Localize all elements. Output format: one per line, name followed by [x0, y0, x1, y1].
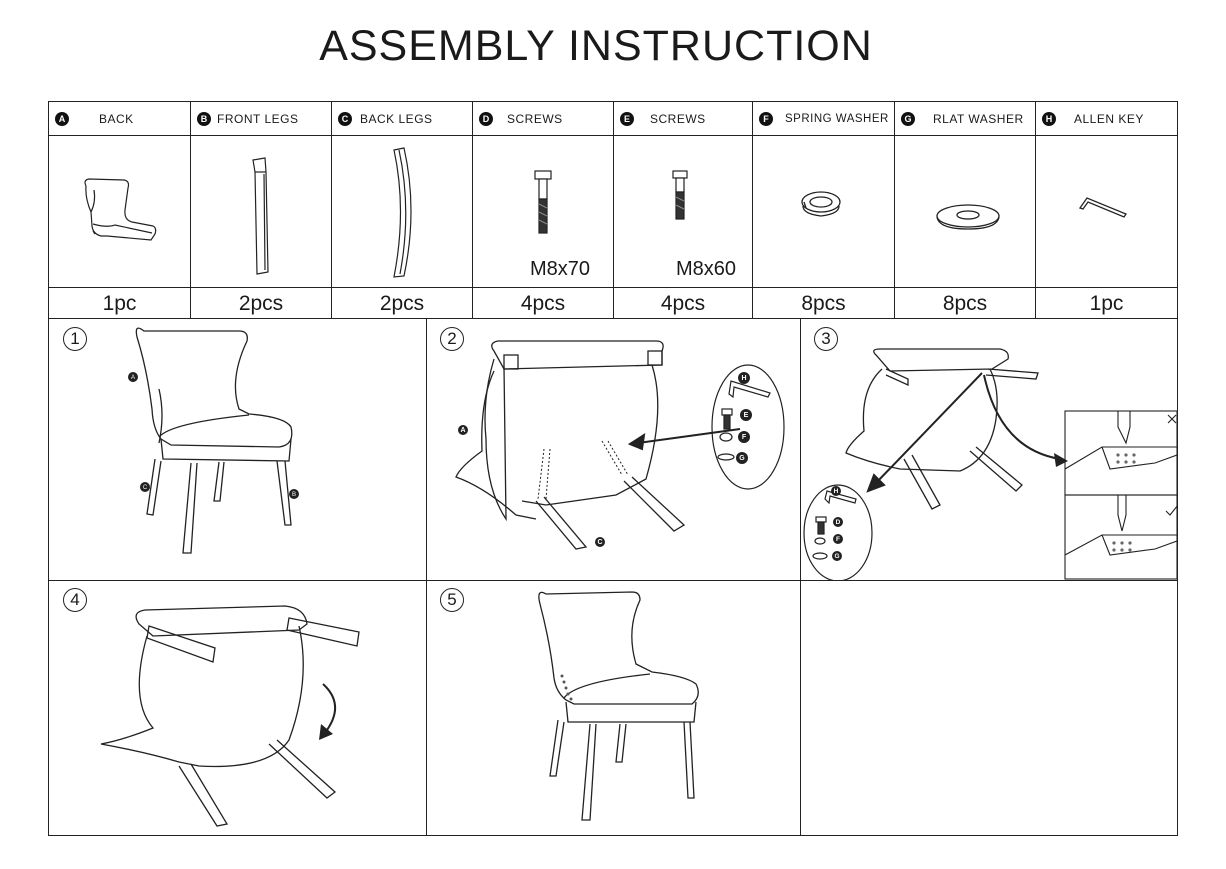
part-label: ALLEN KEY	[1074, 111, 1144, 126]
part-label: RLAT WASHER	[933, 111, 1024, 126]
step-3: 3	[800, 319, 1177, 580]
part-header: C BACK LEGS	[332, 102, 472, 136]
part-label-a: A	[131, 375, 135, 381]
part-label-b: B	[292, 492, 296, 498]
part-label-d: D	[836, 519, 841, 526]
part-label: SPRING WASHER	[785, 112, 889, 125]
part-label: FRONT LEGS	[217, 111, 299, 126]
parts-table: A BACK 1pc B FRONT LEGS	[48, 101, 1178, 319]
part-quantity: 8pcs	[753, 287, 894, 320]
spring-washer-icon	[753, 136, 894, 287]
part-quantity: 2pcs	[332, 287, 472, 320]
step-number: 3	[814, 327, 838, 351]
part-quantity: 4pcs	[614, 287, 752, 320]
part-header: F SPRING WASHER	[753, 102, 894, 136]
part-letter-badge: B	[197, 111, 211, 126]
step-1: 1 A C B	[49, 319, 426, 580]
step-4: 4	[49, 580, 426, 836]
part-label: BACK LEGS	[360, 111, 433, 126]
part-quantity: 1pc	[49, 287, 190, 320]
part-letter-badge: H	[1042, 111, 1056, 126]
part-back-legs: C BACK LEGS 2pcs	[331, 102, 472, 318]
part-label-f: F	[742, 434, 747, 441]
empty-cell	[800, 580, 1177, 836]
part-label: SCREWS	[650, 111, 706, 126]
step-number: 4	[63, 588, 87, 612]
part-label-h: H	[741, 375, 746, 382]
screw-size: M8x60	[676, 258, 737, 280]
page-title: ASSEMBLY INSTRUCTION	[319, 22, 873, 70]
part-letter-badge: E	[620, 111, 634, 126]
part-label-h: H	[834, 488, 839, 495]
part-label: SCREWS	[507, 111, 563, 126]
part-letter-badge: G	[901, 111, 915, 126]
part-label-a: A	[460, 427, 465, 434]
flat-washer-icon	[895, 136, 1035, 287]
part-quantity: 1pc	[1036, 287, 1177, 320]
part-header: B FRONT LEGS	[191, 102, 331, 136]
part-label-g: G	[739, 455, 745, 462]
part-flat-washer: G RLAT WASHER 8pcs	[894, 102, 1035, 318]
part-letter-badge: F	[759, 111, 773, 126]
part-header: H ALLEN KEY	[1036, 102, 1177, 136]
part-header: E SCREWS	[614, 102, 752, 136]
part-letter-badge: C	[338, 111, 352, 126]
step-number: 1	[63, 327, 87, 351]
part-label-c: C	[597, 539, 602, 546]
part-quantity: 4pcs	[473, 287, 613, 320]
part-allen-key: H ALLEN KEY 1pc	[1035, 102, 1177, 318]
part-label-c: C	[143, 485, 148, 491]
part-front-legs: B FRONT LEGS 2pcs	[190, 102, 331, 318]
part-screws-e: E SCREWS M8x60 4pcs	[613, 102, 752, 318]
part-quantity: 2pcs	[191, 287, 331, 320]
step-2: 2	[426, 319, 800, 580]
step-5: 5	[426, 580, 800, 836]
part-label-e: E	[744, 412, 749, 419]
part-letter-badge: A	[55, 111, 69, 126]
step-number: 5	[440, 588, 464, 612]
front-leg-icon	[191, 136, 331, 287]
steps-grid: 1 A C B 2	[48, 319, 1178, 836]
part-back: A BACK 1pc	[49, 102, 190, 318]
screw-icon: M8x60	[614, 136, 752, 287]
part-label-f: F	[836, 536, 840, 543]
back-leg-icon	[332, 136, 472, 287]
part-spring-washer: F SPRING WASHER 8pcs	[752, 102, 894, 318]
allen-key-icon	[1036, 136, 1177, 287]
part-quantity: 8pcs	[895, 287, 1035, 320]
part-screws-d: D SCREWS M8x70 4pcs	[472, 102, 613, 318]
screw-icon: M8x70	[473, 136, 613, 287]
part-header: D SCREWS	[473, 102, 613, 136]
step-number: 2	[440, 327, 464, 351]
part-header: A BACK	[49, 102, 190, 136]
part-header: G RLAT WASHER	[895, 102, 1035, 136]
chair-back-icon	[49, 136, 190, 287]
screw-size: M8x70	[530, 258, 591, 280]
part-letter-badge: D	[479, 111, 493, 126]
part-label: BACK	[99, 111, 134, 126]
part-label-g: G	[834, 553, 839, 560]
